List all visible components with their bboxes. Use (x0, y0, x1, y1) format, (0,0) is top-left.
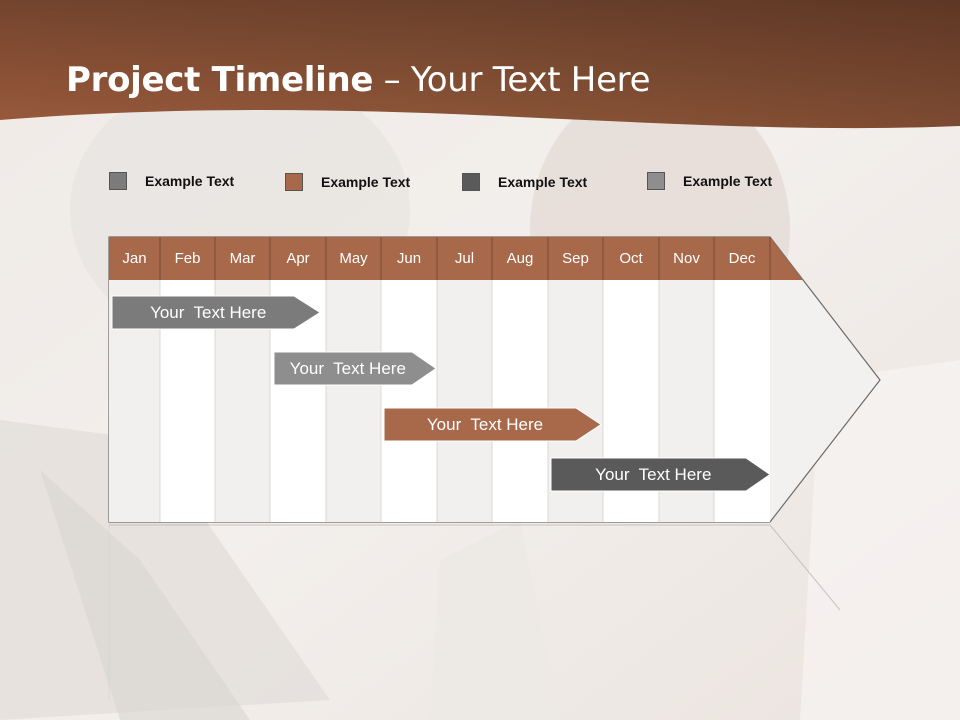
month-label: Jun (396, 250, 422, 267)
task-arrow (111, 295, 321, 330)
legend-item: Example Text (109, 171, 234, 191)
month-label: Nov (673, 250, 700, 267)
legend-swatch (647, 172, 665, 190)
month-column (492, 280, 548, 522)
task-label: Your Text Here (289, 358, 406, 378)
legend-label: Example Text (683, 173, 773, 189)
legend-item: Example Text (285, 172, 410, 192)
legend-swatch (462, 173, 480, 191)
month-column (381, 280, 437, 522)
task-label: Your Text Here (595, 464, 712, 484)
month-label: Oct (619, 250, 643, 267)
header-banner (0, 0, 960, 129)
task-label: Your Text Here (426, 414, 544, 434)
month-label: Apr (286, 250, 310, 267)
legend-label: Example Text (498, 174, 588, 190)
legend-swatch (109, 172, 127, 190)
legend-item: Example Text (647, 171, 772, 191)
month-column (326, 280, 381, 522)
month-column (437, 280, 492, 522)
task-arrow (550, 457, 771, 492)
month-label: Aug (506, 250, 534, 267)
task-arrow (383, 407, 602, 442)
legend-item: Example Text (462, 172, 587, 192)
legend-label: Example Text (321, 174, 411, 190)
month-band (109, 237, 803, 280)
month-label: May (339, 250, 368, 267)
task-arrow (273, 351, 437, 386)
month-label: Jul (454, 250, 475, 267)
month-label: Sep (562, 250, 589, 267)
page-title: Project Timeline – Your Text Here (66, 60, 651, 100)
task-label: Your Text Here (150, 302, 267, 322)
month-label: Dec (728, 250, 756, 267)
legend-label: Example Text (145, 173, 235, 189)
month-label: Mar (229, 250, 256, 267)
month-label: Jan (122, 250, 147, 267)
month-label: Feb (174, 250, 201, 267)
legend-swatch (285, 173, 303, 191)
arrow-reflection (109, 524, 841, 611)
